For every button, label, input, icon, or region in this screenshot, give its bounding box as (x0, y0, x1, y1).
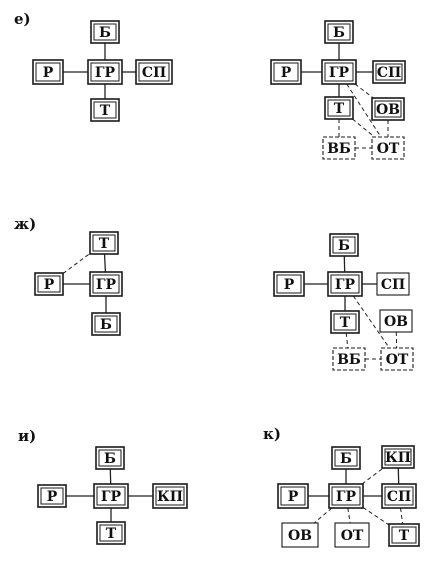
node-b: Б (95, 446, 125, 470)
section-label-e: е) (14, 10, 31, 28)
node-gr: ГР (93, 483, 129, 509)
connector-gr-ov (354, 83, 374, 99)
connector-gr-ot (347, 507, 351, 524)
node-sp: СП (372, 60, 406, 84)
node-label-ov: ОВ (288, 528, 312, 544)
node-label-gr: ГР (101, 489, 122, 505)
node-label-t: Т (106, 526, 117, 542)
connector-sp-t (400, 507, 404, 525)
node-gr: ГР (328, 483, 364, 509)
node-r: Р (277, 483, 309, 509)
connector-t-gr (103, 253, 107, 273)
node-label-r: Р (43, 65, 54, 81)
diagram-section-3: Б ГР Р СП Т ОВ ВБ ОТ (273, 233, 414, 371)
node-label-sp: СП (142, 65, 166, 81)
node-label-sp: СП (387, 489, 411, 505)
connector-gr-ot (352, 295, 390, 349)
diagram-section-4: Б ГР Р КП Т (37, 446, 188, 545)
node-ot: ОТ (380, 347, 414, 371)
node-kp: КП (381, 445, 415, 469)
node-label-ov: ОВ (384, 314, 408, 330)
diagram-section-5: Б КП Р ГР СП ОВ ОТ Т (277, 445, 420, 548)
section-label-k: к) (263, 425, 281, 443)
node-gr: ГР (87, 59, 123, 85)
node-vb: ВБ (322, 136, 356, 160)
node-r: Р (34, 272, 64, 296)
connector-gr-ov (313, 507, 333, 524)
node-gr: ГР (327, 271, 363, 297)
node-label-t: Т (334, 101, 345, 117)
node-b: Б (324, 20, 354, 44)
connector-gr-kp (361, 467, 384, 485)
node-label-r: Р (44, 277, 55, 293)
node-label-vb: ВБ (327, 141, 351, 157)
node-b: Б (91, 312, 121, 336)
node-label-b: Б (338, 238, 350, 254)
node-label-sp: СП (381, 277, 405, 293)
node-b: Б (329, 233, 359, 257)
node-label-kp: КП (385, 450, 411, 466)
node-label-gr: ГР (336, 489, 357, 505)
node-label-gr: ГР (329, 65, 350, 81)
connector-t-ot (352, 118, 375, 138)
node-label-gr: ГР (95, 65, 116, 81)
node-t: Т (388, 523, 420, 547)
node-r: Р (32, 59, 64, 85)
node-t: Т (330, 310, 360, 334)
diagram-section-1: Б ГР Р СП Т ОВ ВБ ОТ (270, 20, 406, 160)
node-gr: ГР (89, 271, 123, 297)
node-label-ot: ОТ (377, 141, 400, 157)
node-t: Т (324, 96, 354, 120)
node-r: Р (270, 59, 302, 85)
node-kp: КП (152, 483, 188, 509)
node-label-ov: ОВ (376, 102, 400, 118)
node-sp: СП (376, 272, 410, 296)
node-label-t: Т (340, 315, 351, 331)
node-label-ot: ОТ (386, 352, 409, 368)
node-label-r: Р (47, 489, 58, 505)
node-label-b: Б (333, 25, 345, 41)
node-label-r: Р (281, 65, 292, 81)
connector-gr-ot (346, 83, 382, 138)
node-t: Т (96, 521, 126, 545)
node-b: Б (90, 20, 120, 44)
node-r: Р (273, 271, 305, 297)
node-b: Б (331, 446, 361, 470)
connector-gr-t (362, 507, 390, 526)
node-ov: ОВ (379, 309, 413, 333)
node-label-vb: ВБ (337, 352, 361, 368)
node-label-ot: ОТ (341, 528, 364, 544)
node-r: Р (37, 484, 67, 508)
node-t: Т (90, 98, 120, 122)
node-vb: ВБ (332, 347, 366, 371)
node-label-sp: СП (377, 65, 401, 81)
node-label-r: Р (288, 489, 299, 505)
node-label-b: Б (340, 451, 352, 467)
node-label-gr: ГР (96, 277, 117, 293)
node-label-b: Б (99, 25, 111, 41)
section-label-i: и) (18, 427, 36, 445)
section-label-zh: ж) (14, 215, 36, 233)
node-ot: ОТ (371, 136, 405, 160)
node-gr: ГР (321, 59, 357, 85)
diagram-section-2: Т Р ГР Б (34, 231, 123, 336)
connector-t-vb (345, 332, 349, 349)
node-label-t: Т (100, 103, 111, 119)
node-ov: ОВ (371, 97, 405, 121)
node-label-t: Т (399, 528, 410, 544)
node-sp: СП (135, 59, 173, 85)
node-t: Т (89, 231, 119, 255)
connector-r-t (62, 253, 91, 274)
node-label-b: Б (100, 317, 112, 333)
node-sp: СП (381, 483, 417, 509)
node-label-t: Т (99, 236, 110, 252)
node-ov: ОВ (281, 522, 319, 548)
node-ot: ОТ (334, 522, 370, 548)
node-label-b: Б (104, 451, 116, 467)
diagram-section-0: Б ГР Р СП Т (32, 20, 173, 122)
node-label-gr: ГР (335, 277, 356, 293)
node-label-r: Р (284, 277, 295, 293)
node-label-kp: КП (157, 489, 183, 505)
